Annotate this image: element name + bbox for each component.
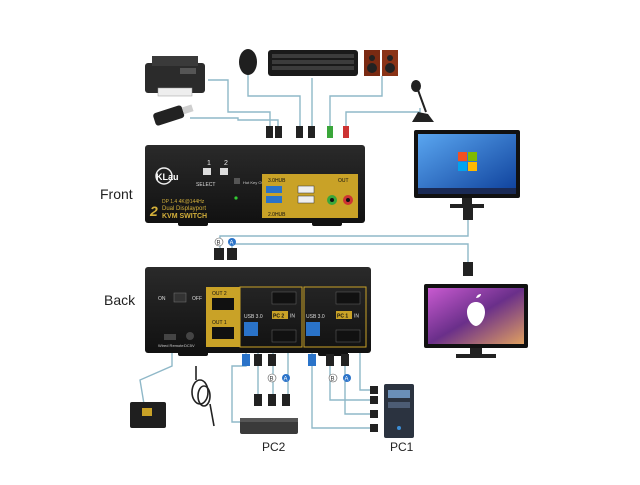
windows-logo-icon (458, 152, 477, 171)
power-switch[interactable] (173, 292, 187, 303)
cable-mic (345, 108, 421, 128)
port-number-1: 1 (207, 160, 211, 167)
svg-text:B: B (217, 241, 221, 247)
svg-text:B: B (331, 377, 335, 383)
dp-out-1-port[interactable] (212, 327, 234, 339)
pc1-dp-in-1[interactable] (335, 291, 361, 305)
brand-text: KLau (156, 172, 179, 182)
svg-text:A: A (345, 377, 349, 383)
out1-label: OUT 1 (212, 320, 227, 326)
pc1-usb30-label: USB 3.0 (306, 314, 325, 320)
svg-text:B: B (270, 377, 274, 383)
pc1-dp-in-2[interactable] (335, 329, 361, 343)
product-line-3: KVM SWITCH (162, 213, 207, 220)
product-line-2: Dual Displayport (162, 206, 206, 212)
monitor-windows (414, 130, 520, 208)
cables (139, 72, 469, 429)
svg-text:PC 1: PC 1 (337, 314, 348, 320)
back-bottom-plugs (242, 354, 349, 366)
back-label: Back (104, 292, 136, 308)
front-plugs (266, 126, 349, 138)
front-usb3-port-1[interactable] (266, 186, 282, 193)
cable-marker-top: B A (214, 237, 236, 247)
front-label: Front (100, 186, 133, 202)
cable-mouse (247, 72, 301, 128)
pc1-in-label: IN (354, 314, 359, 320)
cable-marker-pc2: B A (267, 373, 290, 383)
cable-remote (139, 352, 173, 405)
remote-label: Wired Remote (158, 343, 184, 348)
select-label: SELECT (196, 182, 215, 188)
front-usb2-port-2[interactable] (297, 195, 315, 204)
pc2-tag (272, 311, 288, 319)
dp-plug-out1 (214, 248, 224, 260)
svg-text:PC 2: PC 2 (273, 314, 284, 320)
cable-pc1-a (329, 350, 372, 401)
pc2-usb30-label: USB 3.0 (244, 314, 263, 320)
cable-usb-stick (190, 117, 279, 128)
apple-logo-icon (467, 294, 485, 326)
audio-out-label: OUT (338, 178, 349, 184)
usb30-hub-label: 3.0HUB (268, 178, 286, 184)
monitor-mac (424, 284, 528, 358)
front-usb3-port-2[interactable] (266, 196, 282, 203)
pc2-in-label: IN (290, 314, 295, 320)
dp-plug-monitor2 (463, 262, 473, 276)
pc1-tower (370, 384, 414, 438)
pc2-usb-b-port[interactable] (244, 322, 258, 336)
hotkey-button[interactable] (234, 178, 240, 184)
pc1-tag (336, 311, 352, 319)
select-button-1[interactable] (203, 168, 211, 175)
cable-printer (208, 79, 271, 128)
product-line-1: DP 1.4 4K@144Hz (162, 199, 205, 205)
power-off-label: OFF (192, 296, 202, 302)
microphone (411, 80, 434, 122)
dc-label: DC5V (184, 343, 195, 348)
dp-plug-monitor1 (463, 206, 473, 220)
cable-monitor2 (231, 243, 469, 270)
pc1-usb-b-port[interactable] (306, 322, 320, 336)
pc2-port-group (239, 286, 303, 348)
keyboard (268, 50, 358, 76)
kvm-back-unit: ON OFF Wired Remote DC5V OUT 2 OUT 1 USB… (145, 267, 371, 356)
product-prefix: 2 (149, 203, 158, 219)
cable-marker-pc1: B A (328, 373, 351, 383)
brand-logo (155, 167, 173, 185)
pc2-dp-in-1[interactable] (271, 291, 297, 305)
pc2-mini-pc (240, 394, 298, 434)
front-usb2-port-1[interactable] (297, 185, 315, 194)
cable-pc1-usb (311, 346, 372, 429)
wired-remote (130, 402, 166, 428)
pc1-label: PC1 (390, 440, 414, 454)
svg-text:A: A (230, 241, 234, 247)
dc-power-port[interactable] (186, 332, 194, 340)
cable-speaker (329, 76, 383, 128)
cable-pc1-b (344, 350, 372, 415)
usb-stick (153, 104, 194, 126)
select-button-2[interactable] (220, 168, 228, 175)
usb20-hub-label: 2.0HUB (268, 212, 286, 218)
status-led (234, 196, 238, 200)
cable-pc1-c (359, 350, 372, 391)
pc1-port-group (303, 286, 367, 348)
remote-port[interactable] (164, 334, 176, 340)
out2-label: OUT 2 (212, 291, 227, 297)
power-adapter (191, 366, 215, 427)
printer (145, 56, 205, 97)
pc2-label: PC2 (262, 440, 286, 454)
port-number-2: 2 (224, 160, 228, 167)
dp-out-2-port[interactable] (212, 298, 234, 310)
hotkey-label: Hot Key ON/OFF (243, 180, 274, 185)
mouse (239, 49, 257, 75)
power-on-label: ON (158, 296, 166, 302)
kvm-front-unit: KLau 1 2 SELECT Hot Key ON/OFF 2 DP 1.4 … (145, 145, 365, 226)
pc2-dp-in-2[interactable] (271, 329, 297, 343)
dp-plug-out2 (227, 248, 237, 260)
speakers (364, 50, 398, 76)
svg-text:A: A (284, 377, 288, 383)
